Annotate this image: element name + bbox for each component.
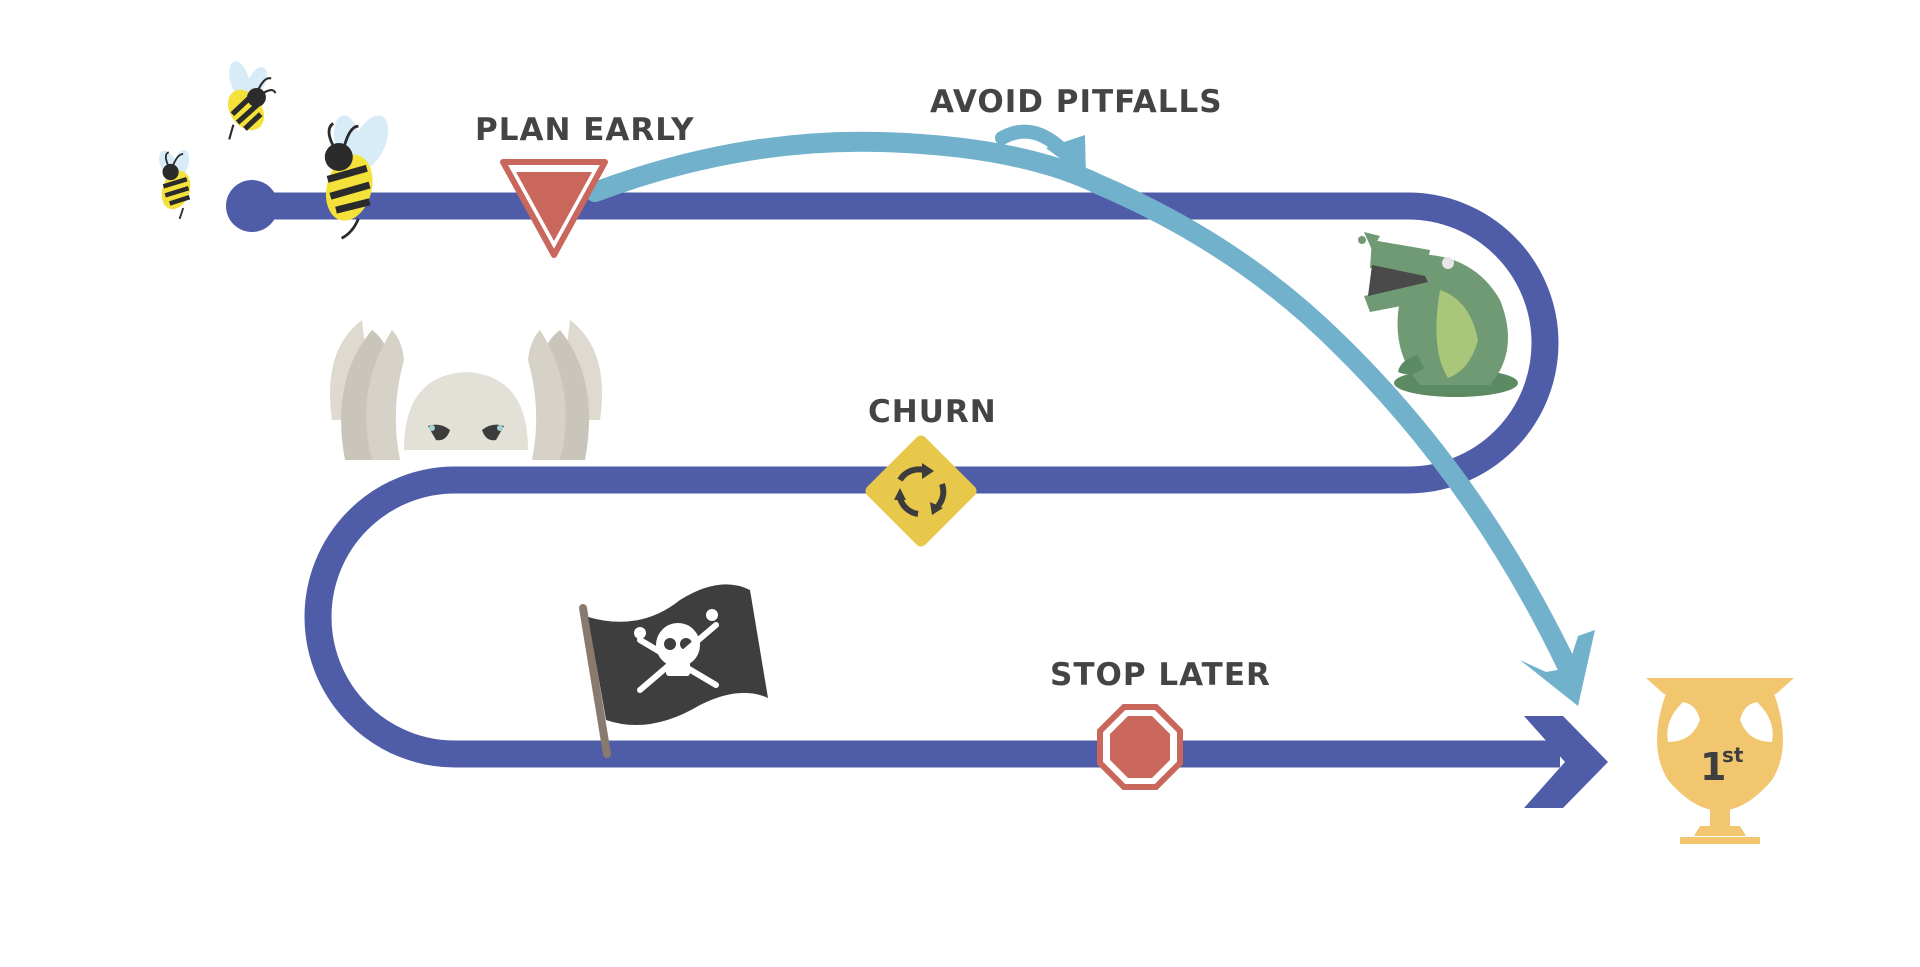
path-arrowhead: [1524, 716, 1608, 808]
octopus-icon: [330, 320, 602, 460]
trophy-icon: 1 st: [1646, 678, 1794, 844]
curved-arrow-icon: [995, 124, 1086, 178]
shortcut-arrow: [585, 131, 1595, 706]
trophy-rank: 1: [1700, 745, 1726, 789]
stop-sign-icon: [1097, 704, 1183, 790]
label-avoid-pitfalls: AVOID PITFALLS: [930, 84, 1223, 120]
bee-icon: [324, 115, 389, 240]
label-churn: CHURN: [868, 394, 997, 430]
trophy-rank-suffix: st: [1722, 743, 1744, 767]
path-start-dot: [226, 180, 278, 232]
label-plan-early: PLAN EARLY: [475, 112, 695, 148]
bee-icon: [159, 149, 191, 220]
pirate-flag-icon: [579, 584, 768, 758]
yield-sign-icon: [500, 159, 608, 258]
crocodile-icon: [1358, 232, 1518, 397]
churn-sign-icon: [865, 435, 977, 547]
bee-icon: [227, 61, 277, 140]
shortcut-arrowhead: [1520, 630, 1595, 706]
label-stop-later: STOP LATER: [1050, 657, 1271, 693]
